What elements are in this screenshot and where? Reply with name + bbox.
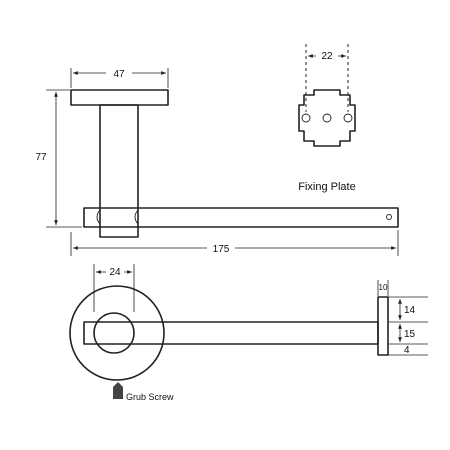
dim-label-10: 10 (379, 283, 388, 292)
dim-label-77: 77 (35, 152, 47, 163)
junction-curve-left (96, 209, 101, 225)
grub-screw-label: Grub Screw (126, 392, 174, 402)
house-arrow-icon (113, 382, 123, 399)
fixing-hole-left (301, 113, 311, 123)
dim-label-47: 47 (113, 69, 125, 80)
dim-label-175: 175 (213, 244, 230, 255)
end-cap (377, 296, 389, 356)
fixing-plate-label: Fixing Plate (298, 181, 355, 193)
plan-view: 24 10 14 15 4 Grub Screw (69, 264, 428, 402)
dim-label-4: 4 (404, 345, 410, 356)
fixing-plate-outline (298, 89, 356, 147)
junction-curve-right (134, 209, 139, 225)
fixing-hole-center (322, 113, 332, 123)
horizontal-arm (83, 207, 399, 228)
fixing-hole-right (343, 113, 353, 123)
dim-label-22: 22 (321, 51, 333, 62)
dim-label-14: 14 (404, 305, 416, 316)
fixing-plate-view: 22 Fixing Plate (298, 44, 356, 193)
vertical-post (99, 104, 139, 238)
arm-end-hole (386, 214, 392, 220)
base-rosette (69, 285, 165, 381)
side-elevation: 47 77 175 (30, 66, 399, 256)
plan-arm (83, 321, 379, 345)
dim-label-15: 15 (404, 329, 416, 340)
post-circle (93, 312, 135, 354)
wall-plate (70, 89, 169, 106)
dim-label-24: 24 (109, 267, 121, 278)
